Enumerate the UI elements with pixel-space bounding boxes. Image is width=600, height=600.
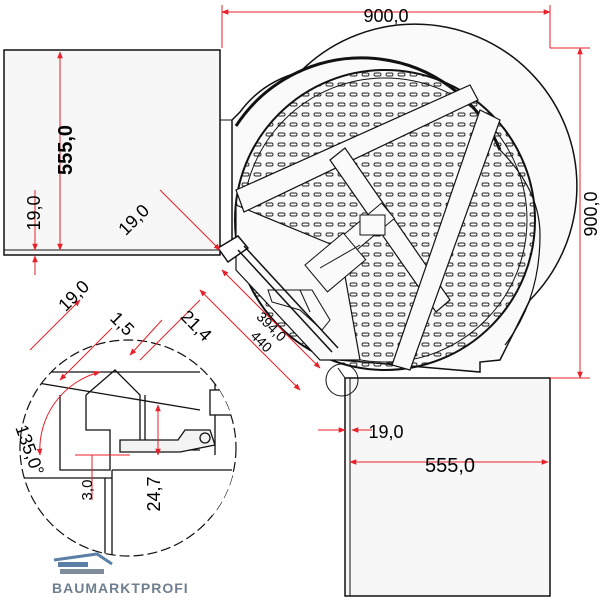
dim-detail-247: 24,7 [144,476,164,511]
dim-left-depth: 555,0 [55,125,77,175]
logo-text: BAUMARKTPROFI [52,580,189,596]
dim-bottom-panel: 19,0 [368,422,403,442]
dim-left-panel: 19,0 [24,195,44,230]
left-cabinet [3,49,233,256]
dim-right-height: 900,0 [581,191,600,236]
dimension-lines [29,5,590,500]
dim-detail-gap: 1,5 [106,308,138,340]
baumarktprofi-logo: BAUMARKTPROFI [52,550,188,598]
dim-top-width: 900,0 [363,6,408,26]
bottom-cabinet [337,367,551,597]
dim-detail-offset: 21,4 [177,306,216,345]
carousel-straps [235,84,501,371]
dim-detail-3: 3,0 [79,480,96,501]
roof-icon [53,552,113,574]
detail-view [19,339,237,557]
dim-bottom-depth: 555,0 [425,455,475,477]
dim-detail-panel: 19,0 [54,276,93,315]
